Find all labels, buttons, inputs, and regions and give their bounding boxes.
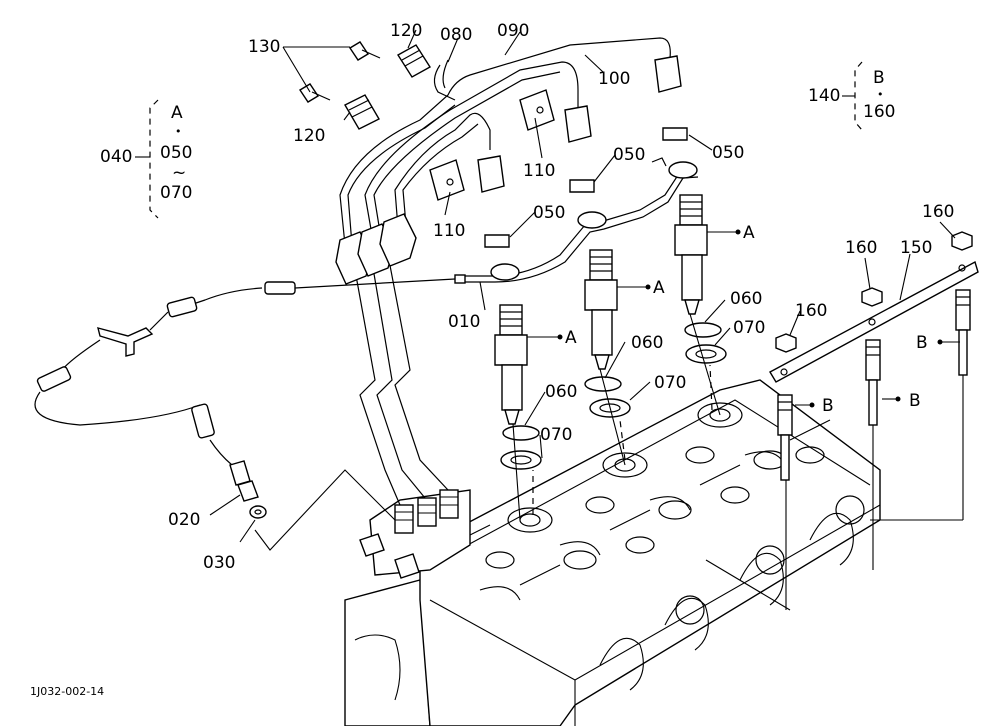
label-100: 100 <box>598 69 630 89</box>
group-040-dot: • <box>175 125 182 138</box>
group-040-code: 040 <box>100 147 132 167</box>
label-060-left: 060 <box>545 382 577 402</box>
label-120-top: 120 <box>390 21 422 41</box>
callout-b-2: B <box>822 396 834 416</box>
injection-pipes <box>339 37 671 506</box>
group-040-bracket: 040 A • 050 ~ 070 <box>100 99 192 219</box>
part-labels: 130 120 120 080 090 100 110 110 050 050 … <box>168 21 954 573</box>
connecting-plate-150 <box>769 260 979 383</box>
callout-a-2: A <box>653 278 665 298</box>
callout-b-3: B <box>909 391 921 411</box>
label-070-mid: 070 <box>654 373 686 393</box>
label-150: 150 <box>900 238 932 258</box>
label-050-left: 050 <box>533 203 565 223</box>
overflow-pipe-010 <box>454 157 699 284</box>
leader-lines <box>209 29 964 611</box>
label-080: 080 <box>440 25 472 45</box>
label-060-right: 060 <box>730 289 762 309</box>
group-040-top: A <box>171 103 183 123</box>
figure-id: 1J032-002-14 <box>30 685 104 698</box>
label-160-left: 160 <box>795 301 827 321</box>
cylinder-head <box>344 379 881 726</box>
nuts-050 <box>484 127 688 248</box>
group-140-dot: • <box>877 88 884 101</box>
group-140-item: 160 <box>863 102 895 122</box>
injection-pump <box>359 489 471 579</box>
pipe-nuts-lower <box>335 213 417 285</box>
nozzle-holders <box>494 194 708 425</box>
label-120-left: 120 <box>293 126 325 146</box>
label-090: 090 <box>497 21 529 41</box>
callout-a-1: A <box>565 328 577 348</box>
label-110-left: 110 <box>433 221 465 241</box>
group-140-code: 140 <box>808 86 840 106</box>
label-050-right: 050 <box>712 143 744 163</box>
label-070-left: 070 <box>540 425 572 445</box>
label-060-mid: 060 <box>631 333 663 353</box>
label-020: 020 <box>168 510 200 530</box>
label-160-right: 160 <box>922 202 954 222</box>
group-140-top: B <box>873 68 885 88</box>
clamps-120-bolts-130 <box>299 41 431 130</box>
label-010: 010 <box>448 312 480 332</box>
return-hose <box>34 278 456 551</box>
group-140-bracket: 140 B • 160 <box>808 61 895 131</box>
label-030: 030 <box>203 553 235 573</box>
label-110-right: 110 <box>523 161 555 181</box>
label-160-mid: 160 <box>845 238 877 258</box>
group-040-to: 070 <box>160 183 192 203</box>
callout-a-3: A <box>743 223 755 243</box>
label-070-right: 070 <box>733 318 765 338</box>
callout-dots <box>557 229 943 408</box>
label-050-mid: 050 <box>613 145 645 165</box>
label-130: 130 <box>248 37 280 57</box>
pipe-clamps-110 <box>429 89 555 201</box>
callout-b-1: B <box>916 333 928 353</box>
pipe-nuts-upper <box>477 55 682 193</box>
group-040-from: 050 <box>160 143 192 163</box>
nuts-160 <box>775 231 973 353</box>
group-040-tilde: ~ <box>172 163 186 183</box>
